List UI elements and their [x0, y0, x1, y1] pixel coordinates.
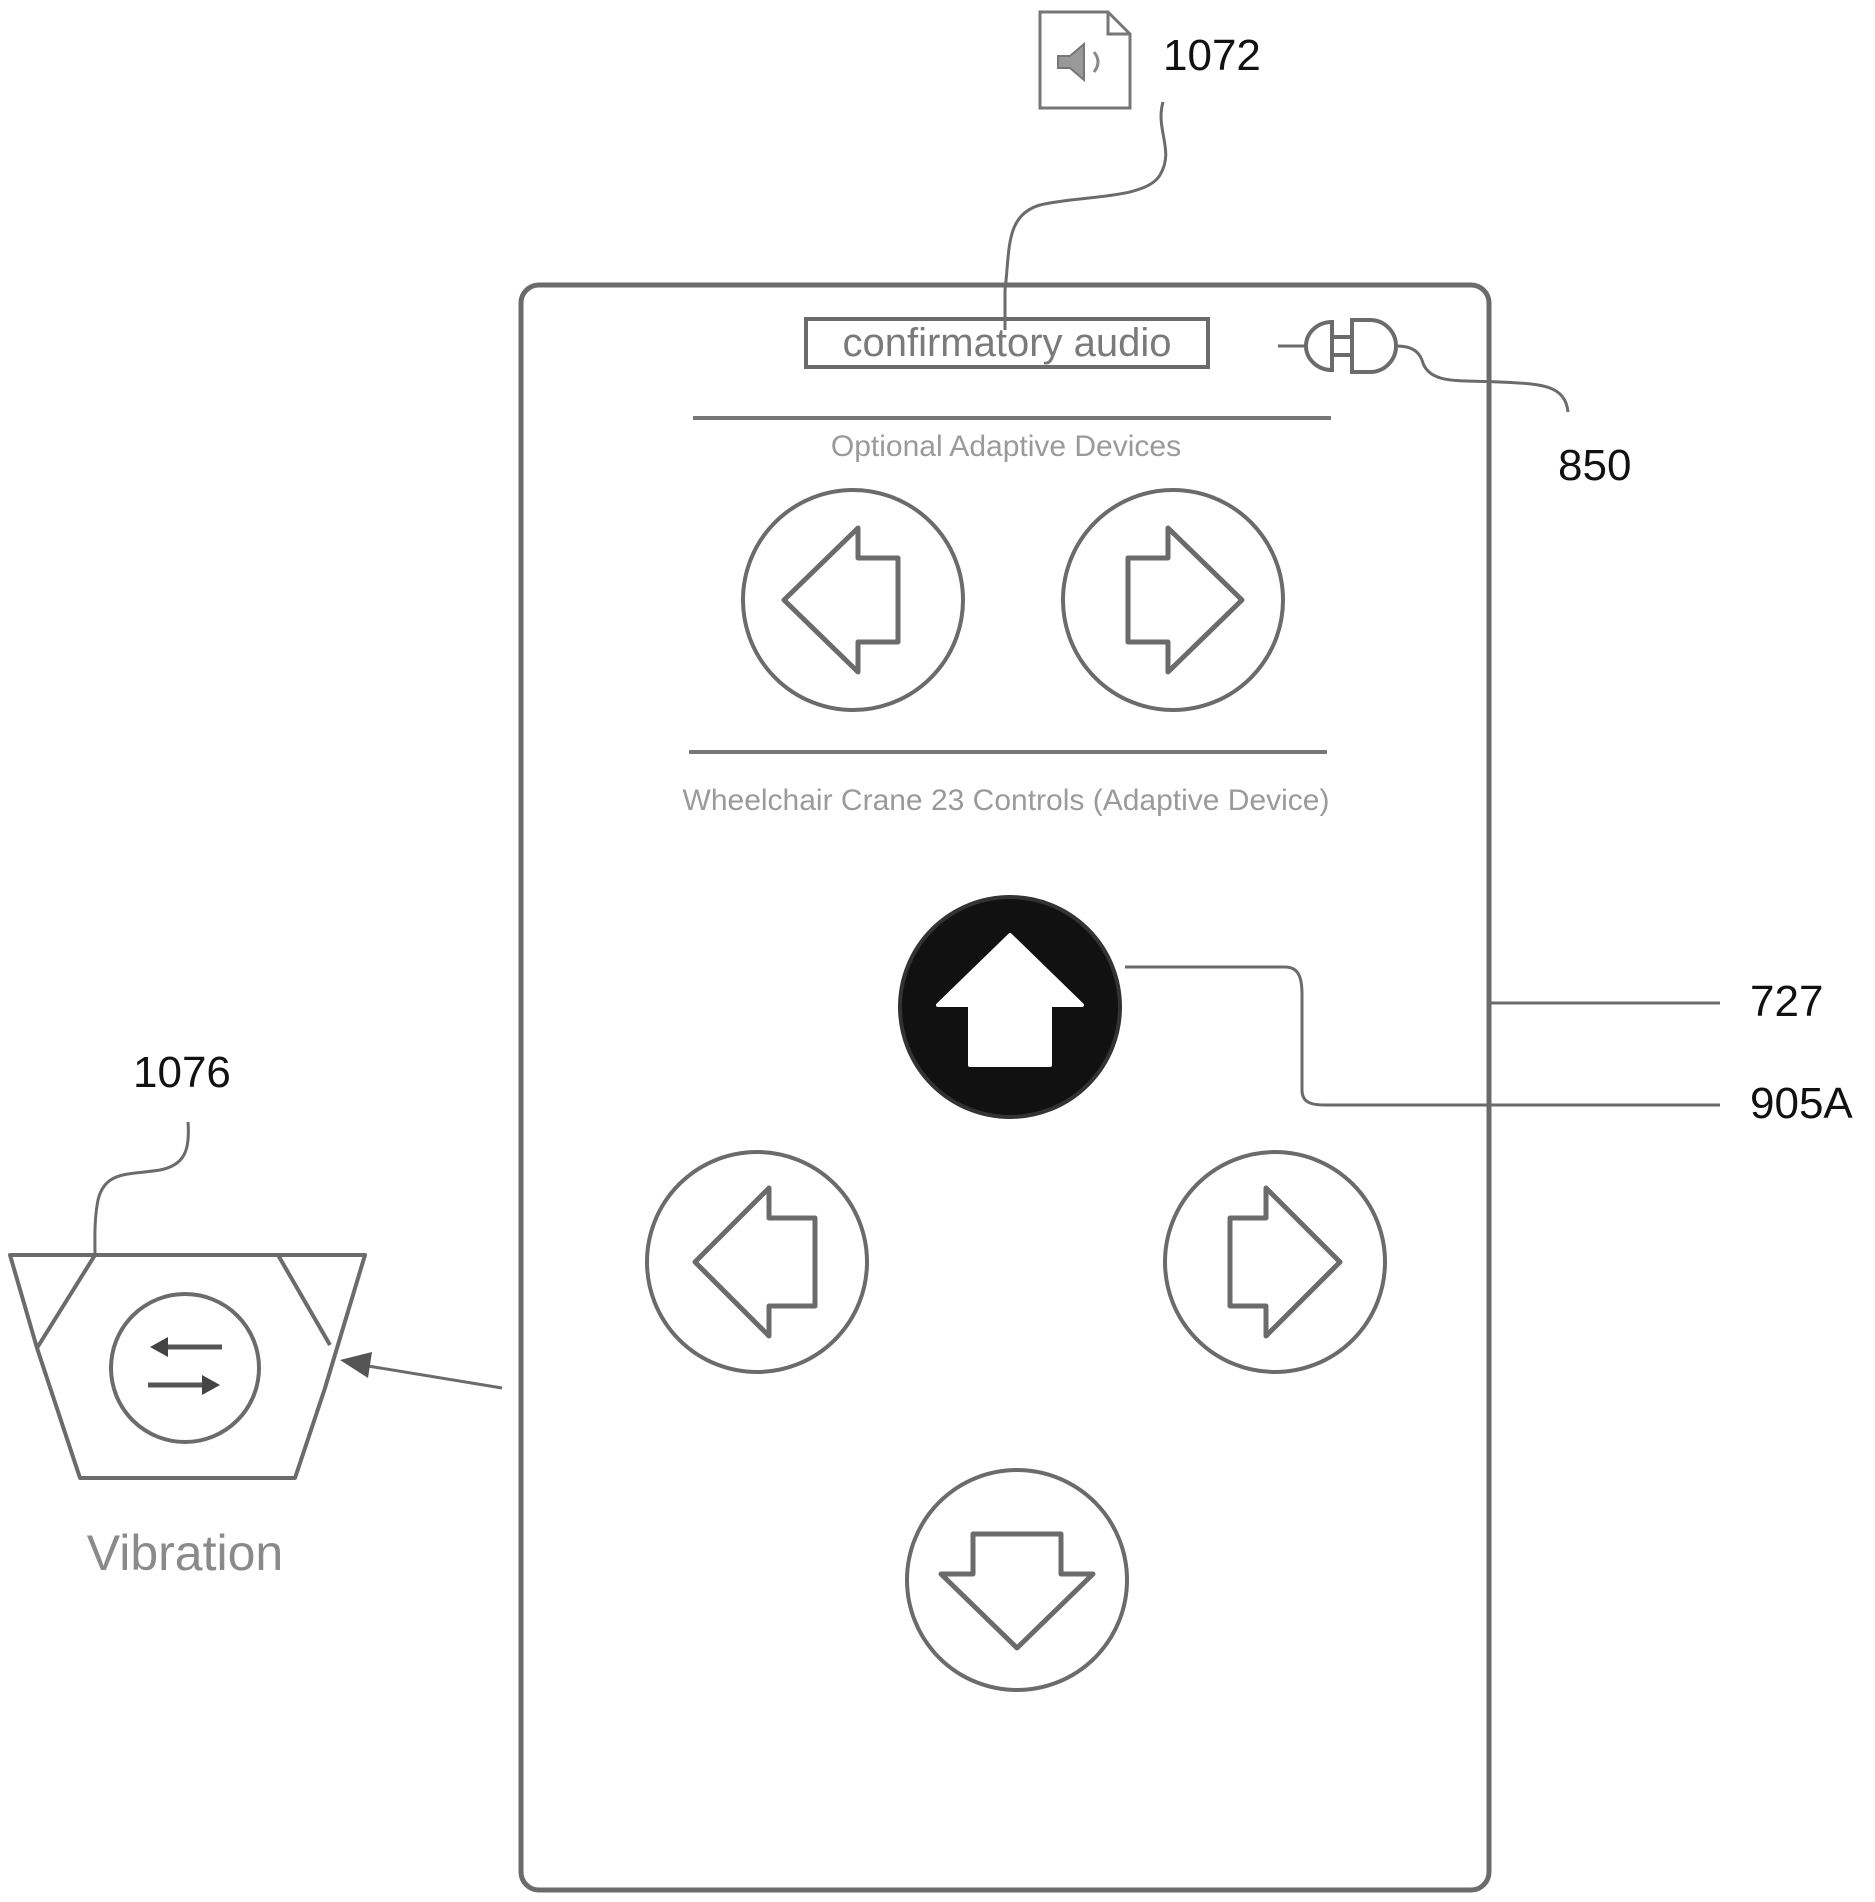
arrow-right-icon — [1230, 1188, 1340, 1336]
arrow-right-icon — [1128, 528, 1242, 672]
leader-line-1072 — [1005, 102, 1166, 330]
optional-left-button[interactable] — [743, 490, 963, 710]
crane-right-button[interactable] — [1165, 1152, 1385, 1372]
vibration-connector-arrow — [368, 1366, 502, 1388]
vibration-connector-arrowhead — [340, 1352, 372, 1378]
crane-section-heading: Wheelchair Crane 23 Controls (Adaptive D… — [683, 784, 1330, 817]
leader-line-905A — [1125, 967, 1720, 1105]
crane-down-button[interactable] — [907, 1470, 1127, 1690]
ref-label-727: 727 — [1750, 977, 1823, 1026]
audio-file-icon — [1040, 12, 1130, 108]
crane-up-button[interactable] — [900, 897, 1120, 1117]
vibration-label: Vibration — [87, 1525, 283, 1581]
ref-label-1072: 1072 — [1163, 31, 1261, 80]
confirmatory-audio-label: confirmatory audio — [842, 321, 1171, 365]
ref-label-1076: 1076 — [133, 1048, 231, 1097]
optional-right-button[interactable] — [1063, 490, 1283, 710]
arrow-left-icon — [695, 1188, 815, 1336]
crane-left-button[interactable] — [647, 1152, 867, 1372]
optional-section-heading: Optional Adaptive Devices — [831, 430, 1181, 463]
leader-line-1076 — [95, 1122, 189, 1255]
leader-line-850 — [1422, 360, 1568, 412]
ref-label-850: 850 — [1558, 441, 1631, 490]
vibration-icon[interactable] — [10, 1255, 365, 1478]
arrow-down-icon — [941, 1534, 1093, 1648]
arrow-left-icon — [784, 528, 898, 672]
plug-icon[interactable] — [1278, 320, 1422, 372]
ref-label-905A: 905A — [1750, 1079, 1853, 1128]
